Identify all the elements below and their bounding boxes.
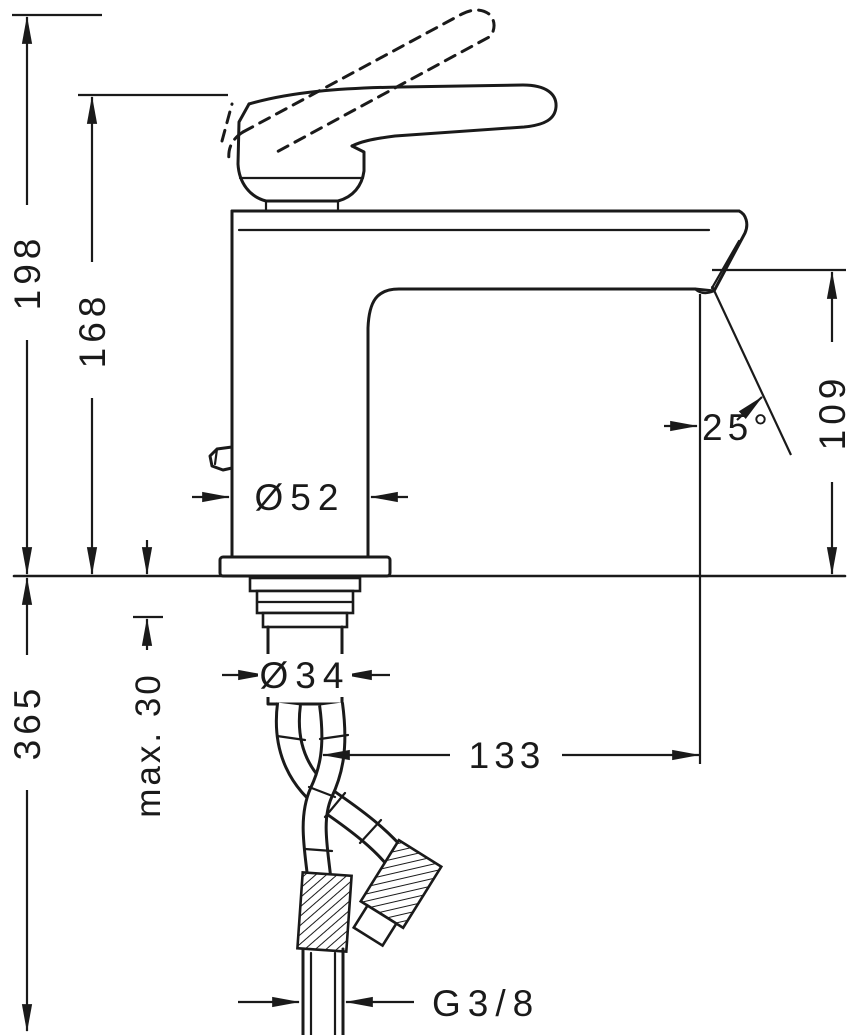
dimension-installation-depth-label: 365 [7,684,48,761]
supply-hoses [274,702,407,878]
dimension-height-to-spout-label: 168 [72,292,113,369]
dimension-hole-diameter-label: Ø34 [260,655,351,696]
mounting-hardware [248,576,362,706]
dimension-body-diameter-label: Ø52 [255,477,346,518]
label-mask [258,654,352,697]
faucet-body-and-spout [230,209,749,559]
handle-open-position-dashed [220,8,496,162]
dimension-lines [21,15,838,1033]
dimension-max-deck-thickness-label: max. 30 [129,672,168,818]
dimension-spray-angle-label: 25° [702,407,773,448]
hose-connector-right [351,838,444,948]
temperature-stop-detail [208,445,234,472]
dimension-total-height-label: 198 [7,234,48,311]
handle-closed-position [236,83,558,213]
hose-connector-center [296,871,353,954]
dimension-labels: 198 168 365 max. 30 Ø52 Ø34 133 109 25° … [7,234,853,1024]
base-plate [218,555,392,578]
dimension-outlet-height-label: 109 [812,374,853,451]
extension-lines [12,13,846,764]
g38-connection-tube [301,947,345,1035]
dimension-spout-reach-label: 133 [469,735,546,776]
dimension-connection-thread-label: G3/8 [432,983,540,1024]
